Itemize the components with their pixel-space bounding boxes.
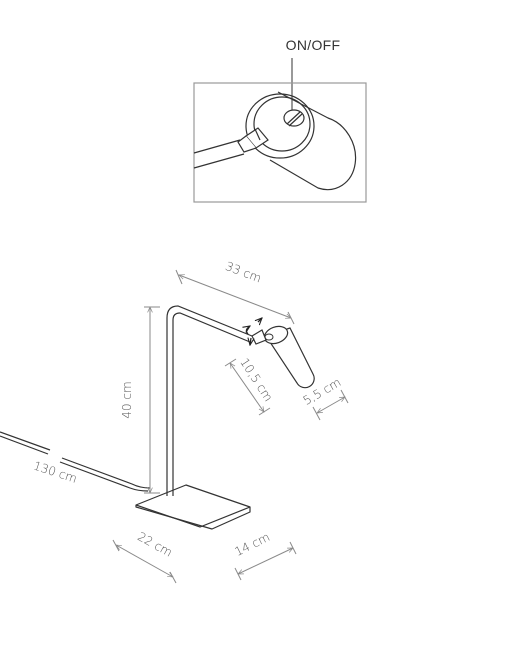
lamp-base: [135, 484, 251, 530]
base-width-dimension-line: [238, 547, 293, 575]
base-width-label: 14 cm: [232, 530, 272, 559]
height-label: 40 cm: [120, 381, 134, 418]
head-diameter-dimension-line: [317, 397, 345, 413]
arm-tube-closeup: [193, 139, 245, 169]
switch-knob-icon: [283, 109, 305, 127]
lamp-arm: [166, 305, 253, 496]
cable-length-label: 130 cm: [32, 459, 79, 486]
detail-frame: [193, 82, 367, 203]
dimension-lines: [112, 269, 349, 584]
base-length-label: 22 cm: [135, 529, 174, 559]
switch-detail: ON/OFF: [193, 37, 367, 203]
rotation-arrows-icon: [246, 318, 262, 345]
arm-dimension-line: [179, 275, 291, 318]
lamp-head: [251, 325, 315, 389]
base-length-dimension-line: [116, 544, 173, 578]
head-length-dimension-line: [230, 363, 264, 412]
table-lamp: [0, 305, 315, 530]
spotlight-cylinder-closeup: [237, 91, 357, 191]
arm-length-label: 33 cm: [223, 259, 263, 285]
on-off-label: ON/OFF: [286, 37, 341, 53]
head-length-label: 10,5 cm: [237, 356, 275, 405]
